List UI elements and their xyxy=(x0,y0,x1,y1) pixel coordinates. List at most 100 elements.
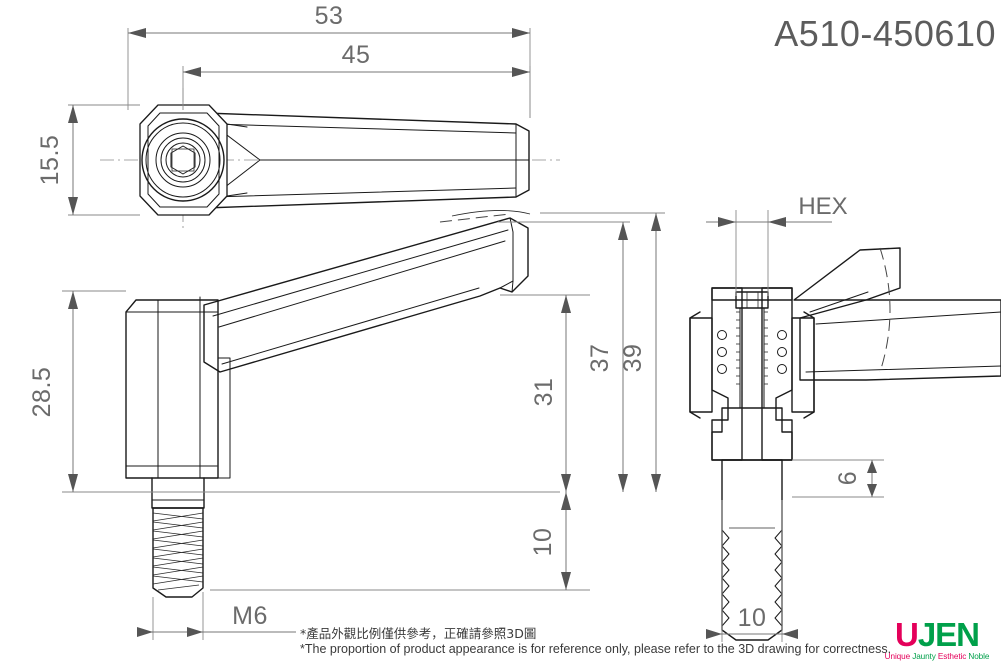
thread-body xyxy=(152,507,204,598)
section-skirt-right xyxy=(803,311,815,419)
arrow-top xyxy=(867,460,877,473)
lever-end-facet-b xyxy=(499,280,514,289)
section-lever-crease-2 xyxy=(815,311,1001,325)
dimension-value-M6: M6 xyxy=(232,602,268,630)
bolt-washer-circle xyxy=(160,137,206,183)
arrow-top xyxy=(68,291,78,309)
dimension-value-15-5: 15.5 xyxy=(36,135,64,186)
dimension-HEX: HEX xyxy=(706,193,848,296)
dimension-39: 39 xyxy=(540,212,665,492)
boss-circle-inner xyxy=(155,132,211,188)
dimension-10-front: 10 xyxy=(210,492,590,591)
octagon-boss-outer xyxy=(139,104,228,216)
arrow-top xyxy=(561,295,571,313)
lever-top-arc xyxy=(451,210,531,217)
boss-circle-outer xyxy=(141,118,225,202)
dimension-28-5: 28.5 xyxy=(28,290,560,493)
arrow-left xyxy=(183,67,201,77)
front-view xyxy=(125,210,531,598)
arrow-bottom xyxy=(561,474,571,492)
arrow-top xyxy=(618,222,628,240)
section-hub-right-wall xyxy=(761,287,793,461)
logo-tagline: Unique Jaunty Esthetic Noble xyxy=(878,652,996,661)
dimension-15-5: 15.5 xyxy=(36,104,140,216)
arrow-right xyxy=(782,629,798,639)
section-stud-collar xyxy=(711,407,793,461)
arrow-bottom xyxy=(651,474,661,492)
dimension-10-section: 10 xyxy=(706,500,798,642)
tagline-word-esthetic: Esthetic xyxy=(937,652,969,661)
section-lever-crease-1 xyxy=(809,291,869,313)
boss-circle-ring xyxy=(145,122,221,198)
tagline-word-unique: Unique xyxy=(884,652,913,661)
arrow-right xyxy=(512,28,530,38)
dimension-value-39: 39 xyxy=(619,344,647,373)
hex-socket xyxy=(170,145,196,175)
dimension-value-45: 45 xyxy=(342,41,371,69)
handle-taper-upper xyxy=(211,123,517,134)
dimension-6: 6 xyxy=(792,459,884,498)
section-break-arc xyxy=(879,247,891,373)
arrow-top xyxy=(561,492,571,510)
boss-shoulder-upper xyxy=(226,123,248,128)
tagline-word-jaunty: Jaunty xyxy=(912,652,938,661)
arrow-left xyxy=(718,217,736,227)
thread-profile xyxy=(152,512,204,591)
dimension-value-31: 31 xyxy=(530,378,558,407)
hex-socket-square-hint xyxy=(171,148,195,172)
dimension-53: 53 xyxy=(127,2,531,118)
arrow-left xyxy=(128,28,146,38)
section-skirt-left xyxy=(689,311,701,419)
dimension-value-10-section: 10 xyxy=(738,604,767,632)
lever-arm-crease xyxy=(218,240,506,328)
boss-shoulder-lower xyxy=(226,192,248,197)
section-bore-core xyxy=(739,307,765,409)
arrow-left xyxy=(137,627,153,637)
section-hub-left-wall xyxy=(711,287,743,461)
dimension-value-53: 53 xyxy=(315,2,344,30)
section-lever-stub xyxy=(793,247,901,301)
lever-break-line xyxy=(439,213,511,223)
section-hub-cap xyxy=(711,287,793,301)
logo-letters-jen: JEN xyxy=(917,616,980,653)
arrow-right xyxy=(512,67,530,77)
dimension-value-28-5: 28.5 xyxy=(28,367,56,418)
hub-body-outline xyxy=(125,299,219,479)
serration-teeth-right xyxy=(777,330,787,374)
arrow-right xyxy=(187,627,203,637)
serration-teeth-left xyxy=(717,330,727,374)
section-view xyxy=(689,247,1001,641)
top-view xyxy=(100,88,560,232)
lever-end-facet-a xyxy=(509,217,514,293)
section-lever-crease-3 xyxy=(805,365,1001,373)
part-number-title: A510-450610 xyxy=(774,13,996,54)
dimension-M6: M6 xyxy=(137,592,296,640)
thread-outline xyxy=(152,507,204,598)
dimension-31: 31 xyxy=(500,294,590,492)
dimension-37: 37 xyxy=(498,221,630,492)
dimension-value-HEX: HEX xyxy=(798,193,847,220)
bolt-head-circle xyxy=(165,142,201,178)
logo-letter-u: U xyxy=(894,616,919,653)
logo-wordmark: UJEN xyxy=(878,618,996,651)
brand-logo: UJEN Unique Jaunty Esthetic Noble xyxy=(878,618,996,661)
section-flange-right xyxy=(791,317,815,413)
arrow-left xyxy=(706,629,722,639)
tagline-word-noble: Noble xyxy=(968,652,990,661)
arrow-right xyxy=(768,217,786,227)
dimension-value-10-front: 10 xyxy=(529,528,557,557)
dimension-value-37: 37 xyxy=(586,344,614,373)
arrow-top xyxy=(651,213,661,231)
internal-thread-ticks xyxy=(736,311,768,385)
arrow-top xyxy=(68,105,78,123)
section-flange-left xyxy=(689,317,713,413)
dimension-45: 45 xyxy=(182,41,531,118)
hub-side-panel xyxy=(217,357,231,479)
arrow-bottom xyxy=(68,197,78,215)
lever-arm-lower-edge xyxy=(221,287,480,365)
lever-arm-outline xyxy=(203,217,529,373)
arrow-bottom xyxy=(867,484,877,497)
stud-shank xyxy=(151,477,205,509)
